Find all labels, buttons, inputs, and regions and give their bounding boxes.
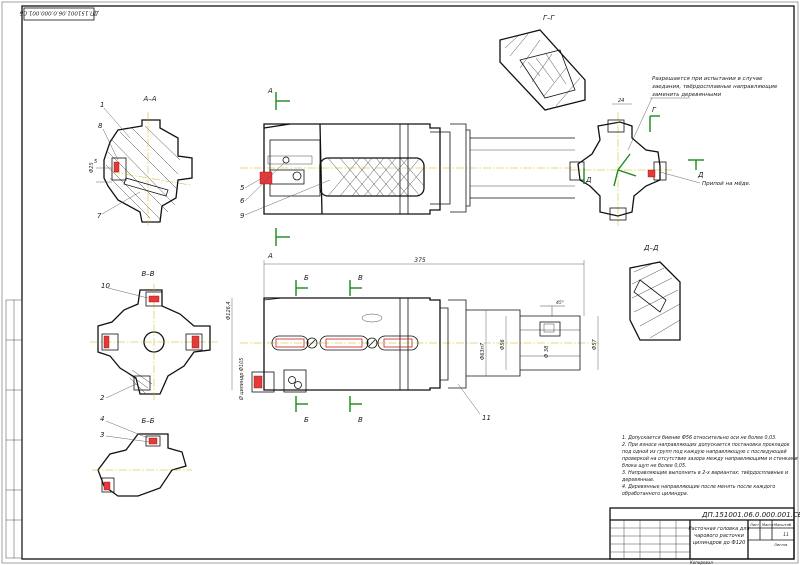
marker-a-top: А [267, 87, 273, 95]
marker-b-top: Б [304, 274, 309, 282]
title-block [609, 507, 795, 560]
section-dd [629, 261, 681, 341]
balloon-7: 7 [97, 212, 102, 220]
title-mass-label: Масса [762, 523, 773, 527]
note-line-2: 2. При износе направляющих допускается п… [622, 442, 790, 448]
section-label-bb2: Б–Б [141, 417, 154, 425]
weld-note: Припой на мёде. [702, 181, 751, 187]
dim-d-right: Ф57 [592, 339, 598, 350]
note-line-8: 4. Деревянные направляющие после менять … [622, 484, 775, 490]
dim-24: 24 [618, 98, 624, 104]
main-lower-view [240, 297, 600, 393]
title-name-line-2: чарового расточки [694, 533, 744, 539]
marker-d-left: Д [585, 176, 592, 184]
note-line-9: обработанного цилиндра. [622, 491, 688, 497]
note-line-3: под одной из групп под каждую направляющ… [622, 449, 787, 455]
balloon-4: 4 [100, 415, 104, 423]
title-scale-label: Масштаб [774, 523, 792, 527]
marker-g-right: Г [652, 106, 657, 114]
title-sheet-label: Лист [749, 523, 760, 527]
title-name-line-3: цилиндров до Ф120 [693, 540, 746, 546]
note-line-1: 1. Допускается биение Ф56 относительно о… [622, 435, 777, 441]
section-label-dd: Д–Д [643, 244, 659, 252]
drawing-number: ДП.151001.06.0.000.001.СБ [701, 511, 800, 519]
callout-note-2: заедания, твёрдосплавные направляющие [652, 84, 778, 90]
marker-a-bottom: А [267, 252, 273, 260]
dim-5: 5 [94, 159, 97, 165]
marker-d-right: Д [697, 171, 704, 179]
section-label-gg: Г–Г [543, 14, 555, 22]
dim-45: 45° [556, 300, 564, 306]
balloon-10: 10 [101, 282, 110, 290]
note-line-5: блока щуп не более 0,05. [622, 463, 687, 469]
main-top-view [240, 123, 575, 215]
note-line-4: проверкой на отсутствие зазора между нап… [622, 456, 798, 462]
title-sheets-label: Листов [773, 543, 787, 547]
section-gg [499, 29, 586, 111]
section-bb2 [92, 433, 192, 497]
title-name-line-1: Расточная головка для [689, 526, 750, 532]
right-end-view [569, 112, 672, 226]
title-format-label: Копировал [690, 560, 713, 565]
note-line-7: деревянные. [621, 478, 655, 483]
title-sheets-value: 11 [783, 532, 789, 538]
technical-notes: 1. Допускается биение Ф56 относительно о… [621, 435, 798, 497]
callout-note-3: заменить деревянными [652, 92, 721, 98]
dim-25: Ф25 [89, 162, 95, 173]
stamp-text: ДП.151001.06.0.000.001.СБ [19, 10, 99, 16]
balloon-6: 6 [240, 197, 245, 205]
section-bb [90, 284, 218, 400]
dim-d-head: Ф126,4 [226, 301, 232, 320]
stamp-box [23, 7, 95, 21]
balloon-2: 2 [100, 394, 105, 402]
balloon-8: 8 [98, 122, 103, 130]
dim-d-shank: Ф56 [500, 339, 506, 350]
dim-d-collar: Ф63п7 [480, 342, 486, 360]
dim-overall-length: 375 [414, 257, 426, 264]
marker-v-bottom: В [358, 416, 363, 424]
balloon-5: 5 [240, 184, 245, 192]
marker-b-bottom: Б [304, 416, 309, 424]
inner-frame [21, 5, 795, 560]
note-line-6: 3. Направляющие выполнить в 2-х варианта… [622, 470, 788, 476]
dim-d-bore: Ф 38 [544, 346, 550, 358]
balloon-11: 11 [482, 414, 491, 422]
callout-note-1: Разрешается при испытании в случае [652, 76, 763, 82]
dim-cyl-note: Ø цилиндр Ф105 [238, 358, 245, 401]
balloon-1: 1 [100, 101, 104, 109]
section-label-aa: А–А [142, 95, 156, 103]
balloon-9: 9 [240, 212, 245, 220]
section-label-bb: В–В [141, 270, 154, 278]
marker-v-top: В [358, 274, 363, 282]
balloon-3: 3 [100, 431, 104, 439]
